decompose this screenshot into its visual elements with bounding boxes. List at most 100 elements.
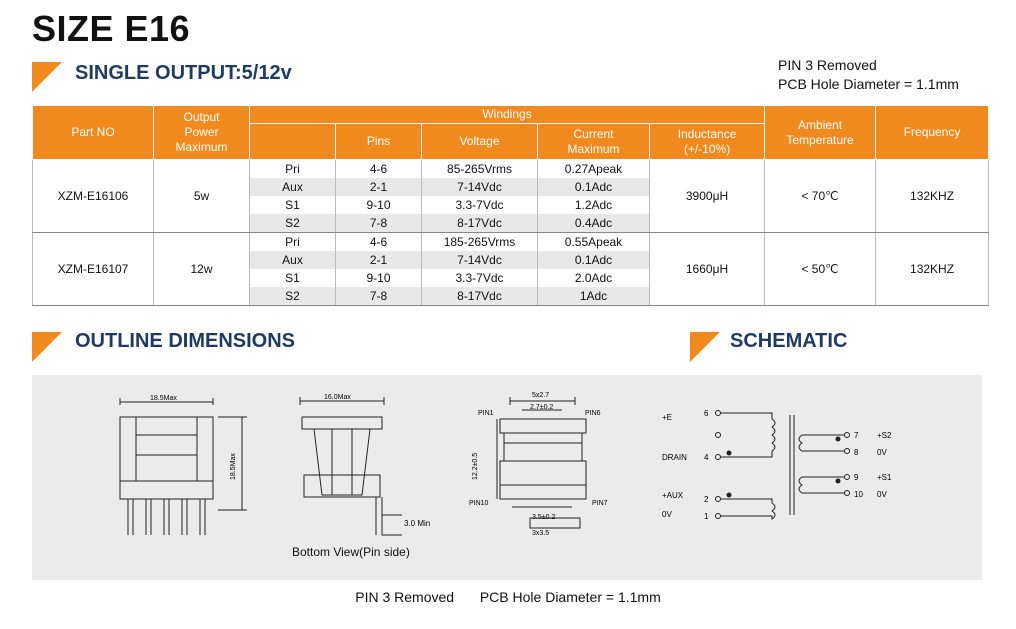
page-title: SIZE E16 [32,8,191,49]
row2-w3-current: 2.0Adc [537,269,650,287]
row2-w3-pins: 9-10 [335,269,422,287]
row2-temp: < 50℃ [764,232,877,306]
sch-n8: 8 [854,448,859,457]
row1-w2-voltage: 7-14Vdc [421,178,538,196]
row2-w4-current: 1Adc [537,287,650,306]
sch-0v-3: 0V [877,490,887,499]
header-frequency: Frequency [875,105,990,160]
height-dim: 12.2±0.5 [472,453,479,480]
sch-n7: 7 [854,431,859,440]
sch-n10: 10 [854,490,863,499]
row1-w1-voltage: 85-265Vrms [421,159,538,178]
row2-w1-voltage: 185-265Vrms [421,232,538,251]
row2-w3-voltage: 3.3-7Vdc [421,269,538,287]
pin7-label: PIN7 [592,500,608,507]
row1-w3-voltage: 3.3-7Vdc [421,196,538,214]
sch-n2: 2 [704,495,709,504]
row1-w2-current: 0.1Adc [537,178,650,196]
sch-n4: 4 [704,453,709,462]
row1-freq: 132KHZ [875,159,990,233]
row1-w2-pins: 2-1 [335,178,422,196]
sch-s1: +S1 [877,473,892,482]
schematic-drawing [715,410,850,520]
dim-width-1: 18.5Max [150,395,177,402]
row2-power: 12w [153,232,250,306]
drawing-panel: 18.5Max 18.5Max 16.0Max 3.0 Min Bottom V… [32,375,982,580]
row2-w1-current: 0.55Apeak [537,232,650,251]
header-inductance: Inductance(+/-10%) [648,123,766,160]
row1-w3-pins: 9-10 [335,196,422,214]
dim-height-1: 18.5Max [230,453,237,480]
row2-w2-name: Aux [249,251,336,269]
row2-w1-name: Pri [249,232,336,251]
single-output-heading: SINGLE OUTPUT:5/12v [75,62,292,84]
outline-heading: OUTLINE DIMENSIONS [75,330,296,352]
sch-drain: DRAIN [662,453,687,462]
row1-power: 5w [153,159,250,233]
header-voltage: Voltage [421,123,538,160]
sch-0v: 0V [662,510,672,519]
sch-0v-2: 0V [877,448,887,457]
sch-n6: 6 [704,409,709,418]
pin6-label: PIN6 [585,410,601,417]
row2-w2-pins: 2-1 [335,251,422,269]
row1-part: XZM-E16106 [32,159,154,233]
row2-w4-voltage: 8-17Vdc [421,287,538,306]
sch-plus-e: +E [662,413,672,422]
front-view-drawing [119,398,247,535]
schematic-heading: SCHEMATIC [730,330,848,352]
row1-inductance: 3900μH [648,159,766,233]
bottom-dim2: 3x3.5 [532,530,549,537]
schematic-marker-icon [690,332,720,362]
sch-plus-aux: +AUX [662,491,684,500]
note-pin3: PIN 3 Removed [778,57,877,73]
pin-length: 3.0 Min [404,519,430,528]
top-dim2: 2.7±0.2 [530,404,553,411]
header-pins: Pins [335,123,422,160]
row1-w2-name: Aux [249,178,336,196]
row2-w4-pins: 7-8 [335,287,422,306]
row1-w4-voltage: 8-17Vdc [421,214,538,233]
row2-part: XZM-E16107 [32,232,154,306]
header-part-no: Part NO [32,105,154,160]
section-marker-icon [32,62,62,92]
outline-marker-icon [32,332,62,362]
row1-temp: < 70℃ [764,159,877,233]
notes: PIN 3 Removed PCB Hole Diameter = 1.1mm [778,56,959,94]
row1-w1-current: 0.27Apeak [537,159,650,178]
sch-n1: 1 [704,512,709,521]
bottom-view-caption: Bottom View(Pin side) [292,545,410,559]
pin10-label: PIN10 [469,500,489,507]
footer-note: PIN 3 Removed PCB Hole Diameter = 1.1mm [0,589,1016,605]
row2-w2-current: 0.1Adc [537,251,650,269]
header-winding-name [249,123,336,160]
side-view-drawing [299,397,402,536]
row1-w3-name: S1 [249,196,336,214]
row2-w1-pins: 4-6 [335,232,422,251]
footer-hole: PCB Hole Diameter = 1.1mm [479,589,661,605]
top-dim: 5x2.7 [532,392,549,399]
row2-w2-voltage: 7-14Vdc [421,251,538,269]
sch-n9: 9 [854,473,859,482]
top-view-drawing [496,397,587,529]
dimension-drawing: 18.5Max 18.5Max 16.0Max 3.0 Min Bottom V… [119,392,892,559]
row1-w1-name: Pri [249,159,336,178]
row2-w4-name: S2 [249,287,336,306]
dim-width-2: 16.0Max [324,394,351,401]
row1-w1-pins: 4-6 [335,159,422,178]
note-hole: PCB Hole Diameter = 1.1mm [778,76,959,92]
row1-w4-pins: 7-8 [335,214,422,233]
sch-s2: +S2 [877,431,892,440]
row1-w4-name: S2 [249,214,336,233]
header-windings: Windings [248,105,766,124]
row2-w3-name: S1 [249,269,336,287]
row2-inductance: 1660μH [648,232,766,306]
bottom-dim: 3.5±0.2 [532,514,555,521]
footer-pin3: PIN 3 Removed [355,589,455,605]
row1-w4-current: 0.4Adc [537,214,650,233]
pin1-label: PIN1 [478,410,494,417]
